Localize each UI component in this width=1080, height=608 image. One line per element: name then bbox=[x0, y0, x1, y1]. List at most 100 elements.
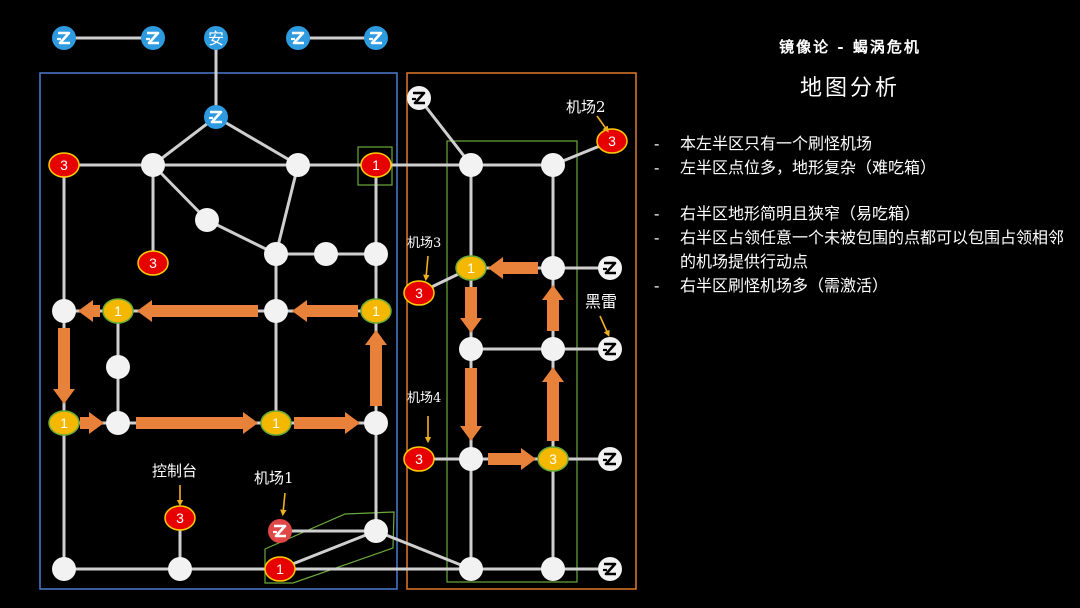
spawn-icon bbox=[209, 110, 223, 124]
node-label: 3 bbox=[415, 451, 423, 467]
map-node-R17 bbox=[598, 557, 622, 581]
map-node-L11: 1 bbox=[102, 298, 134, 324]
route-arrow bbox=[542, 367, 564, 441]
node-circle bbox=[459, 557, 483, 581]
spawn-icon bbox=[291, 31, 305, 45]
spawn-icon-stroke bbox=[604, 562, 617, 576]
callout-arrow bbox=[423, 255, 430, 282]
map-node-L20 bbox=[268, 519, 292, 543]
map-edge bbox=[279, 529, 377, 571]
node-circle bbox=[264, 556, 296, 582]
node-circle bbox=[260, 410, 292, 436]
route-arrow bbox=[292, 300, 358, 322]
map-node-L8 bbox=[314, 242, 338, 266]
map-node-L17: 1 bbox=[260, 410, 292, 436]
map-node-R7: 3 bbox=[403, 280, 435, 306]
map-node-top bbox=[204, 105, 228, 129]
node-circle bbox=[541, 337, 565, 361]
spawn-icon-stroke bbox=[370, 31, 383, 45]
map-edge bbox=[215, 115, 299, 167]
map-edge bbox=[206, 218, 277, 256]
bullet-item: 右半区地形简明且狭窄（易吃箱） bbox=[650, 202, 1070, 226]
map-node-L10 bbox=[52, 299, 76, 323]
node-circle bbox=[541, 557, 565, 581]
node-circle bbox=[137, 250, 169, 276]
map-edge bbox=[274, 164, 300, 255]
node-circle bbox=[102, 298, 134, 324]
map-node-L3 bbox=[286, 153, 310, 177]
map-node-R8 bbox=[459, 337, 483, 361]
node-circle bbox=[48, 410, 80, 436]
map-node-R9 bbox=[541, 337, 565, 361]
map-node-L16 bbox=[106, 411, 130, 435]
node-circle bbox=[141, 153, 165, 177]
map-node-L14 bbox=[106, 355, 130, 379]
map-node-L7 bbox=[264, 242, 288, 266]
callout-arrow bbox=[599, 315, 610, 337]
map-node-L24: 1 bbox=[264, 556, 296, 582]
spawn-icon-stroke bbox=[210, 110, 223, 124]
map-node-R11: 3 bbox=[403, 446, 435, 472]
node-circle bbox=[52, 299, 76, 323]
map-node-L12 bbox=[264, 299, 288, 323]
callout-arrow bbox=[596, 115, 609, 133]
map-node-L1: 3 bbox=[48, 152, 80, 178]
spawn-icon bbox=[412, 91, 426, 105]
node-label: 3 bbox=[60, 157, 68, 173]
map-node-R0 bbox=[407, 86, 431, 110]
route-arrow bbox=[137, 300, 258, 322]
map-node-L2 bbox=[141, 153, 165, 177]
bullet-item: 右半区占领任意一个未被包围的点都可以包围占领相邻的机场提供行动点 bbox=[650, 226, 1070, 274]
route-arrow bbox=[460, 287, 482, 333]
node-label: 3 bbox=[608, 133, 616, 149]
map-edge bbox=[417, 97, 473, 166]
node-circle bbox=[364, 519, 388, 543]
route-arrow bbox=[80, 412, 104, 434]
spawn-icon-stroke bbox=[604, 342, 617, 356]
node-label: 3 bbox=[149, 255, 157, 271]
route-arrow bbox=[488, 448, 536, 470]
map-node-L21 bbox=[364, 519, 388, 543]
spawn-icon bbox=[603, 452, 617, 466]
map-node-L9 bbox=[364, 242, 388, 266]
node-circle bbox=[286, 153, 310, 177]
map-node-R2 bbox=[541, 153, 565, 177]
node-circle bbox=[314, 242, 338, 266]
route-arrow bbox=[488, 257, 538, 279]
node-circle bbox=[106, 411, 130, 435]
node-circle bbox=[459, 447, 483, 471]
map-node-L5 bbox=[195, 208, 219, 232]
node-circle bbox=[403, 446, 435, 472]
page-title: 地图分析 bbox=[799, 76, 900, 101]
map-node-R6 bbox=[598, 256, 622, 280]
spawn-icon-stroke bbox=[292, 31, 305, 45]
node-circle bbox=[364, 411, 388, 435]
node-label: 3 bbox=[415, 285, 423, 301]
map-edge bbox=[151, 163, 209, 222]
map-node-L23 bbox=[168, 557, 192, 581]
node-circle bbox=[596, 128, 628, 154]
spawn-icon bbox=[369, 31, 383, 45]
node-circle bbox=[403, 280, 435, 306]
route-arrow bbox=[460, 368, 482, 441]
node-circle bbox=[459, 337, 483, 361]
spawn-icon bbox=[603, 562, 617, 576]
map-node-R10 bbox=[598, 337, 622, 361]
node-circle bbox=[364, 242, 388, 266]
spawn-icon-stroke bbox=[147, 31, 160, 45]
node-label: 1 bbox=[372, 157, 380, 173]
node-circle bbox=[459, 153, 483, 177]
node-circle bbox=[204, 26, 228, 50]
node-circle bbox=[360, 152, 392, 178]
node-label: 1 bbox=[276, 561, 284, 577]
callout-console: 控制台 bbox=[152, 462, 197, 480]
map-node-L6: 3 bbox=[137, 250, 169, 276]
route-arrow bbox=[53, 328, 75, 404]
route-arrow bbox=[294, 412, 360, 434]
callout-airport1: 机场1 bbox=[254, 469, 294, 487]
left-zone-box bbox=[39, 72, 398, 590]
airport1-green-box bbox=[264, 511, 395, 584]
node-circle bbox=[106, 355, 130, 379]
callout-black_mine: 黑雷 bbox=[585, 292, 617, 311]
